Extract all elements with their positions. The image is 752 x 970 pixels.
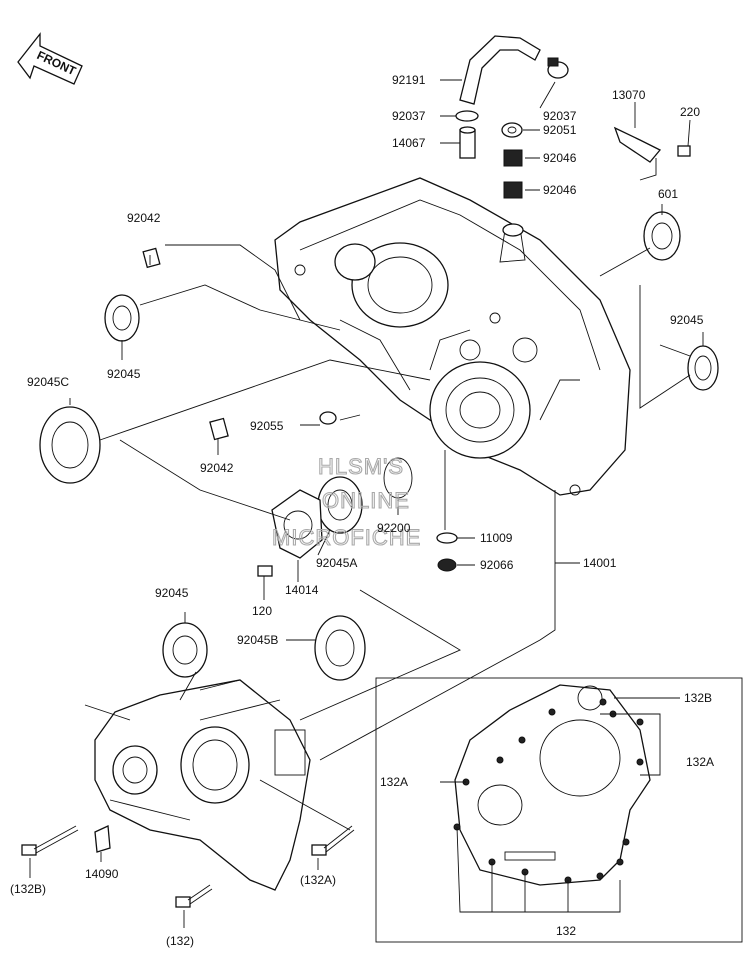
label-92191: 92191 [392, 73, 426, 87]
label-92045A: 92045A [316, 556, 357, 570]
plate-14090 [94, 825, 111, 853]
dowel-14067 [459, 126, 476, 159]
washer-92051 [501, 122, 523, 138]
label-14001: 14001 [583, 556, 617, 570]
label-601: 601 [658, 187, 678, 201]
label-11009: 11009 [480, 531, 513, 545]
watermark-line-2: ONLINE [322, 488, 410, 513]
label-92045C: 92045C [27, 375, 69, 389]
bearing-92045-right [687, 345, 719, 391]
label-92046-upper: 92046 [543, 151, 577, 165]
label-13070: 13070 [612, 88, 646, 102]
label-14067: 14067 [392, 136, 426, 150]
bolt-120 [257, 565, 273, 577]
label-132-inset: 132 [556, 924, 576, 938]
watermark: HLSM'S ONLINE MICROFICHE [271, 453, 421, 550]
label-92042-lower: 92042 [200, 461, 234, 475]
bearing-92045A [317, 476, 363, 534]
label-92200: 92200 [377, 521, 411, 535]
needle-bearing-upper [503, 149, 523, 167]
label-92042-upper: 92042 [127, 211, 161, 225]
bolt-132 [175, 884, 213, 908]
label-92055: 92055 [250, 419, 284, 433]
label-92045-right: 92045 [670, 313, 704, 327]
hose-clamp-right [547, 57, 569, 79]
label-132A-inset-right: 132A [686, 755, 714, 769]
bearing-601 [643, 211, 681, 261]
cover-14014 [271, 489, 323, 559]
plug-92066 [437, 558, 457, 572]
label-92037-left: 92037 [392, 109, 426, 123]
label-132B-inset: 132B [684, 691, 712, 705]
watermark-line-1: HLSM'S [318, 454, 404, 479]
label-132B-paren: (132B) [10, 882, 46, 896]
label-132A-paren: (132A) [300, 873, 336, 887]
washer-11009 [436, 532, 458, 544]
label-92045-upper-left: 92045 [107, 367, 141, 381]
oring-92055 [319, 411, 337, 425]
label-14014: 14014 [285, 583, 319, 597]
leader-lines [29, 79, 704, 928]
dowel-92042-lower [209, 417, 229, 441]
bearing-92045C [39, 406, 101, 484]
bolt-132A [311, 825, 355, 856]
bracket-13070 [613, 126, 662, 163]
bolt-location-inset [375, 677, 743, 943]
bolt-132B [21, 825, 79, 856]
breather-hose [459, 35, 541, 105]
bearing-92045-upper-left [104, 294, 140, 342]
bolt-220 [677, 145, 691, 157]
label-92051: 92051 [543, 123, 577, 137]
dowel-92042-upper [142, 247, 161, 269]
bearing-92045-lower-left [162, 622, 208, 678]
label-92066: 92066 [480, 558, 514, 572]
label-92037-right: 92037 [543, 109, 577, 123]
upper-crankcase [274, 177, 631, 496]
label-92045-lower-left: 92045 [155, 586, 189, 600]
front-arrow-icon: FRONT [17, 32, 83, 85]
label-120: 120 [252, 604, 272, 618]
watermark-line-3: MICROFICHE [272, 525, 421, 550]
label-92045B: 92045B [237, 633, 278, 647]
part-number-labels: 92191 92037 92037 14067 92051 13070 220 … [10, 73, 714, 948]
label-132A-inset-left: 132A [380, 775, 408, 789]
lower-crankcase [94, 679, 311, 891]
bearing-92045B [314, 615, 366, 681]
label-132-paren: (132) [166, 934, 194, 948]
label-92046-lower: 92046 [543, 183, 577, 197]
hose-clamp-left [455, 110, 479, 122]
needle-bearing-lower [503, 181, 523, 199]
label-220: 220 [680, 105, 700, 119]
label-14090: 14090 [85, 867, 119, 881]
